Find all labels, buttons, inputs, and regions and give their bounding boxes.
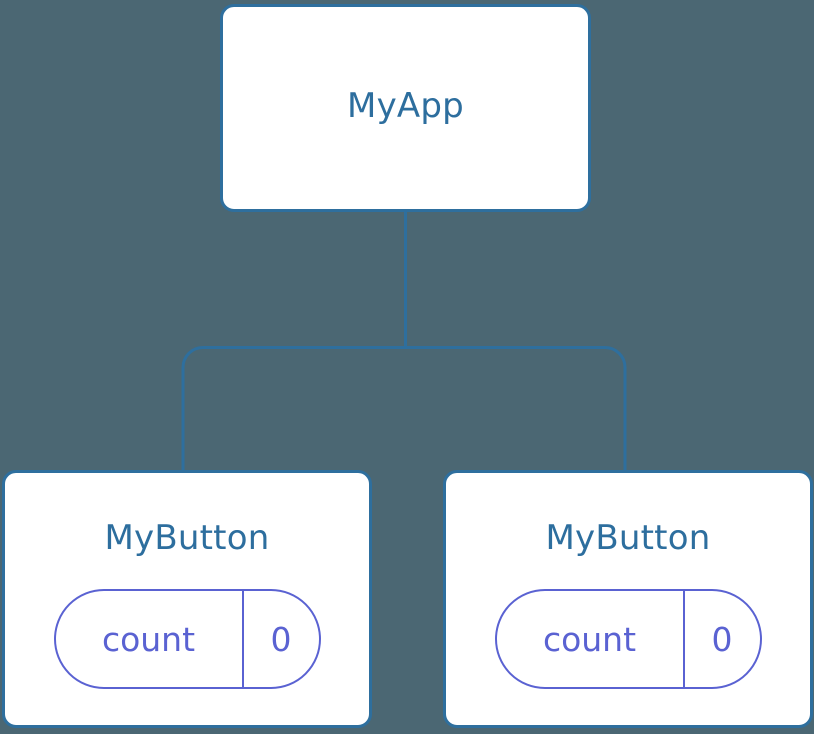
- node-mybutton[interactable]: MyButton count 0: [2, 470, 372, 728]
- state-pill[interactable]: count 0: [494, 589, 762, 689]
- edge-bracket-right: [405, 346, 627, 470]
- state-key: count: [497, 591, 685, 687]
- state-pill[interactable]: count 0: [53, 589, 321, 689]
- node-mybutton[interactable]: MyButton count 0: [443, 470, 813, 728]
- node-title: MyButton: [545, 518, 711, 558]
- node-title: MyApp: [347, 86, 464, 126]
- state-key: count: [56, 591, 244, 687]
- state-value: 0: [711, 619, 733, 659]
- state-value: 0: [270, 619, 292, 659]
- edge-bracket-left: [181, 346, 406, 470]
- node-myapp[interactable]: MyApp: [220, 4, 591, 212]
- node-title: MyButton: [104, 518, 270, 558]
